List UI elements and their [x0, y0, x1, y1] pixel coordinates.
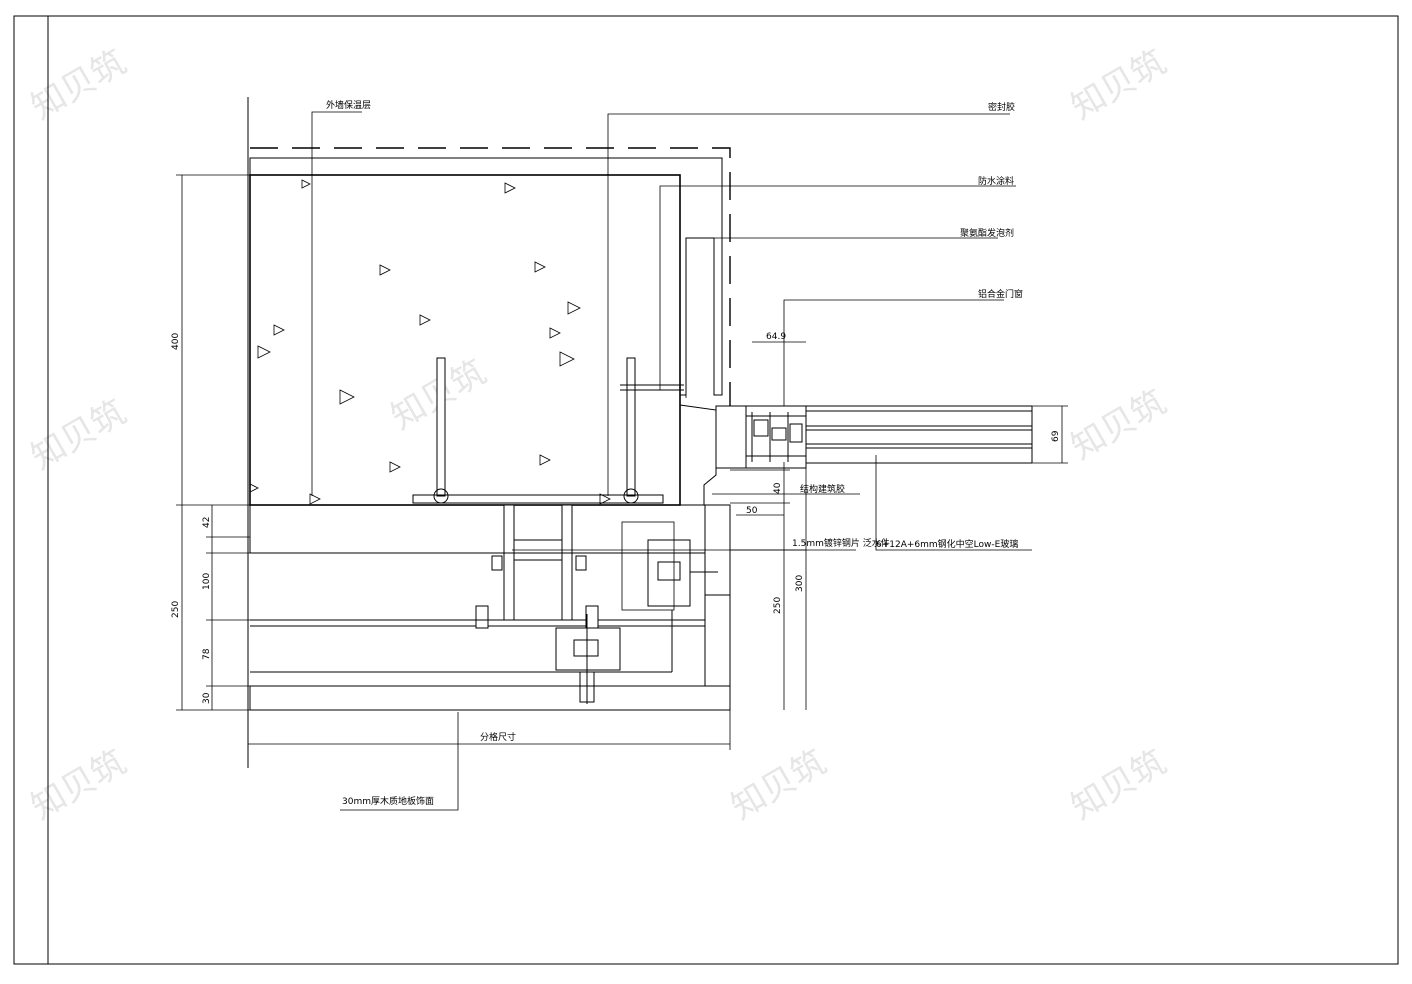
label-9: 分格尺寸: [480, 731, 516, 743]
label-4: 聚氨酯发泡剂: [960, 227, 1014, 239]
label-1: 外墙保温层: [326, 99, 371, 111]
clip-bracket: [621, 521, 675, 611]
hanger-top: [647, 539, 691, 607]
glass-panel: [806, 405, 1033, 464]
dim-300: 300: [795, 575, 805, 592]
label-5: 铝合金门窗: [978, 288, 1023, 300]
hanger-top-core: [657, 561, 681, 581]
window-frame: [715, 405, 807, 469]
watermark-1: 知贝筑: [25, 42, 133, 128]
leader-lines: [311, 111, 1032, 811]
dim-50: 50: [746, 506, 758, 516]
hanger-bottom: [555, 627, 621, 671]
dim-64-9: 64.9: [766, 332, 786, 342]
watermark-8: 知贝筑: [1065, 742, 1173, 828]
label-10: 30mm厚木质地板饰面: [342, 795, 434, 807]
dashed-finish-outline: [250, 147, 731, 410]
side-finish-board: [704, 504, 731, 687]
watermark-6: 知贝筑: [25, 742, 133, 828]
dim-42: 42: [202, 517, 212, 528]
dim-400: 400: [171, 333, 181, 350]
watermark-5: 知贝筑: [1065, 382, 1173, 468]
dim-40: 40: [773, 482, 783, 494]
label-3: 防水涂料: [978, 175, 1014, 187]
dim-100: 100: [202, 573, 212, 590]
inner-border: [47, 15, 1399, 965]
concrete-slab: [249, 174, 681, 506]
dimension-lines: [176, 174, 1068, 750]
watermark-4: 知贝筑: [25, 392, 133, 478]
pu-foam: [679, 404, 717, 506]
hanger-bottom-core: [573, 639, 599, 657]
dim-69: 69: [1051, 430, 1061, 442]
plaster-layer: [249, 157, 723, 396]
watermark-2: 知贝筑: [1065, 42, 1173, 128]
dim-30: 30: [202, 692, 212, 704]
dimension-text: 400 250 42 100 78 30 64.9 69 40 50 250 3…: [171, 332, 1061, 704]
insulation-layer: [249, 504, 706, 554]
steel-keel: [503, 504, 573, 621]
bottom-finish-board: [249, 685, 731, 711]
anchor-rod-right: [620, 357, 684, 504]
aggregate-marks: [249, 179, 611, 505]
dim-250-left: 250: [171, 601, 181, 618]
steel-plate: [412, 494, 664, 504]
dim-250-right: 250: [773, 597, 783, 614]
label-2: 密封胶: [988, 101, 1015, 113]
label-8: 6+12A+6mm钢化中空Low-E玻璃: [876, 538, 1018, 550]
bolt-group: [460, 555, 599, 629]
label-7: 1.5mm镀锌钢片 泛水件: [792, 537, 890, 549]
concrete-slab-border: [249, 174, 681, 506]
dim-78: 78: [202, 648, 212, 660]
label-6: 结构建筑胶: [800, 483, 845, 495]
watermark-7: 知贝筑: [725, 742, 833, 828]
callout-labels: 外墙保温层 密封胶 防水涂料 聚氨酯发泡剂 铝合金门窗 结构建筑胶 1.5mm镀…: [326, 99, 1023, 807]
